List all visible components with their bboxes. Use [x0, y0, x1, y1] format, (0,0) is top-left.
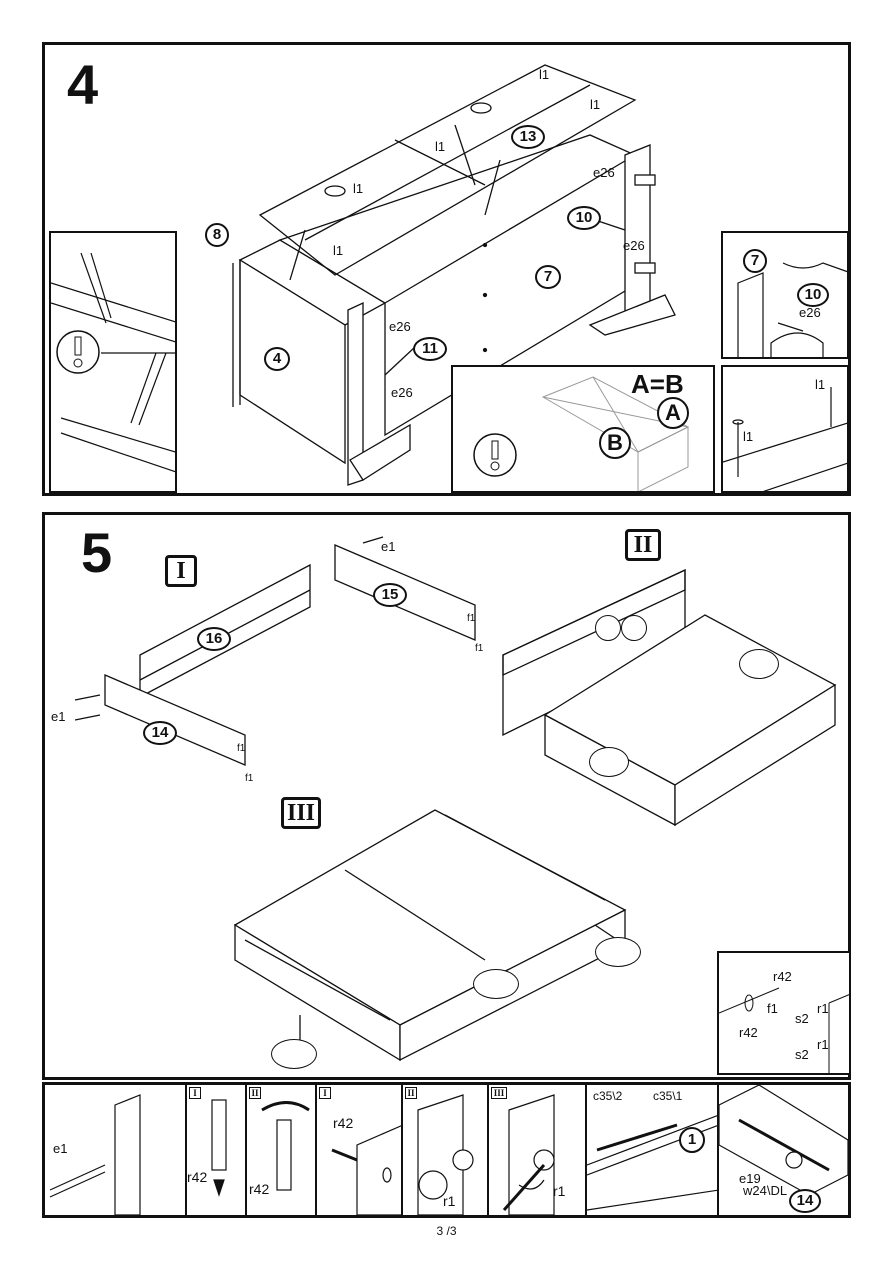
page-number: 3 /3	[436, 1224, 457, 1238]
detail-runner-fixing: r42 f1 r42 s2 s2 r1 r1	[717, 951, 851, 1075]
drawer-label-oval	[271, 1039, 317, 1069]
part-7-badge: 7	[743, 249, 767, 273]
cam-label-r42: r42	[333, 1115, 354, 1131]
cam-bolt-drawing	[211, 1099, 227, 1197]
part-14-badge: 14	[789, 1189, 821, 1213]
turn-drawing	[502, 1094, 555, 1215]
step5-number: 5	[81, 521, 113, 584]
strip-cell-cam-lock: II r1	[403, 1085, 489, 1215]
part-15-badge: 15	[373, 583, 407, 607]
strip-cell-runner: e19 w24\DL 14	[719, 1085, 848, 1215]
screw-label-e19: e19	[739, 1171, 761, 1186]
insert-drawing	[331, 1125, 401, 1215]
marking-drawing	[51, 252, 175, 473]
nail-label-l1: l1	[435, 139, 446, 154]
runner-drawing	[719, 1085, 848, 1196]
step-I-tag: I	[189, 1087, 201, 1099]
detail-leg-screw: 7 10 e26	[721, 231, 849, 359]
drawer-label-oval	[589, 747, 629, 777]
screw-drawing	[49, 1094, 141, 1215]
part-7-badge: 7	[535, 265, 561, 289]
diagonal-a-badge: A	[657, 397, 689, 429]
screw-label-e1: e1	[381, 539, 396, 554]
detail-nail: l1 l1	[721, 365, 849, 493]
strip-cell-cam-bolt: I r42	[187, 1085, 247, 1215]
drawer-label-oval	[473, 969, 519, 999]
screw-label-c35-2: c35\2	[593, 1089, 623, 1103]
nail-label-l1: l1	[590, 97, 601, 112]
nail-label-l1: l1	[353, 181, 364, 196]
diagonal-box-drawing	[473, 376, 690, 491]
cam-lock-label-r1: r1	[443, 1193, 456, 1209]
part-8-badge: 8	[205, 223, 229, 247]
handle-hole-oval	[595, 615, 621, 641]
screw-label-e26: e26	[391, 385, 413, 400]
cam-label-r42: r42	[249, 1181, 270, 1197]
step-III-tag: III	[491, 1087, 507, 1099]
step-II-tag: II	[249, 1087, 261, 1099]
part-11-badge: 11	[413, 337, 447, 361]
handle-drawing	[587, 1115, 717, 1211]
substep-II-label: II	[625, 529, 661, 561]
part-4-badge: 4	[264, 347, 290, 371]
screw-label-e26: e26	[623, 238, 645, 253]
dowel-label-f1: f1	[467, 613, 476, 624]
dowel-label-f1: f1	[245, 773, 254, 784]
cam-lock-label-r1: r1	[817, 1037, 829, 1052]
screw-label-e26: e26	[593, 165, 615, 180]
part-16-badge: 16	[197, 627, 231, 651]
cam-label-r42: r42	[773, 969, 792, 984]
step4-number: 4	[67, 53, 99, 116]
part-10-badge: 10	[797, 283, 829, 307]
part-10-badge: 10	[567, 206, 601, 230]
strip-cell-turn: III r1	[489, 1085, 587, 1215]
strip-cell-screw: e1	[45, 1085, 187, 1215]
step-II-tag: II	[405, 1087, 417, 1099]
cam-label-r42: r42	[187, 1169, 208, 1185]
cam-lock-label-r1: r1	[817, 1001, 829, 1016]
washer-label-s2: s2	[795, 1011, 809, 1026]
cam-label-r42: r42	[739, 1025, 758, 1040]
part-13-badge: 13	[511, 125, 545, 149]
detail-marking	[49, 231, 177, 493]
step4-panel: 4	[42, 42, 851, 496]
runner-fixing-drawing	[719, 987, 849, 1073]
washer-label-s2: s2	[795, 1047, 809, 1062]
bottom-strip: e1 I r42 II r42 I r42	[42, 1082, 851, 1218]
screw-label-e26: e26	[389, 319, 411, 334]
screw-label-e1: e1	[53, 1141, 68, 1156]
diagonal-b-badge: B	[599, 427, 631, 459]
runner-label-w24: w24\DL	[743, 1183, 788, 1198]
dowel-label-f1: f1	[767, 1001, 778, 1016]
screw-label-c35-1: c35\1	[653, 1089, 683, 1103]
rotate-drawing	[261, 1101, 310, 1191]
part-14-badge: 14	[143, 721, 177, 745]
substep-I-label: I	[165, 555, 197, 587]
strip-cell-handle: c35\2 c35\1 1	[587, 1085, 719, 1215]
step-I-tag: I	[319, 1087, 331, 1099]
cam-lock-label-r1: r1	[553, 1183, 566, 1199]
step4-drawing	[232, 64, 676, 486]
substep-III-label: III	[281, 797, 321, 829]
nail-label-l1: l1	[743, 429, 754, 444]
leg-screw-drawing	[737, 262, 847, 357]
drawer-label-oval	[739, 649, 779, 679]
detail-diagonal-check: A=B A B	[451, 365, 715, 493]
dowel-label-f1: f1	[237, 743, 246, 754]
part-1-badge: 1	[679, 1127, 705, 1153]
nail-drawing	[723, 387, 847, 491]
screw-label-e26: e26	[799, 305, 821, 320]
nail-label-l1: l1	[333, 243, 344, 258]
drawer-label-oval	[595, 937, 641, 967]
screw-label-e1: e1	[51, 709, 66, 724]
dowel-label-f1: f1	[475, 643, 484, 654]
diagonal-check-title: A=B	[631, 369, 684, 399]
nail-label-l1: l1	[815, 377, 826, 392]
strip-cell-insert: I r42	[317, 1085, 403, 1215]
cam-lock-drawing	[417, 1094, 474, 1215]
step5-panel: 5 I II III	[42, 512, 851, 1080]
nail-label-l1: l1	[539, 67, 550, 82]
strip-cell-rotate: II r42	[247, 1085, 317, 1215]
handle-hole-oval	[621, 615, 647, 641]
